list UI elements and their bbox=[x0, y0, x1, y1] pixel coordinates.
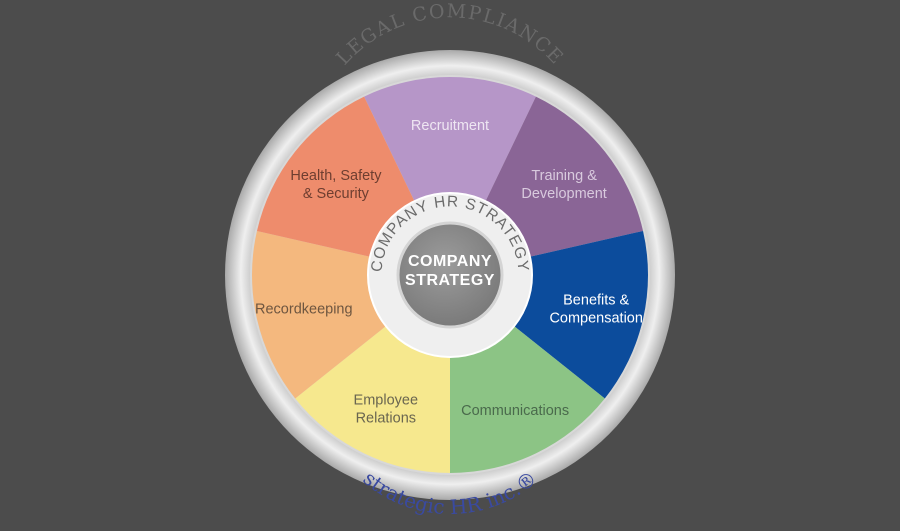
center-line-2: STRATEGY bbox=[405, 272, 495, 289]
segment-label-benefits-compensation: Benefits & Compensation bbox=[549, 292, 643, 326]
segment-label-line: Health, Safety bbox=[290, 168, 382, 184]
segment-label-line: Compensation bbox=[549, 310, 643, 326]
segment-label-line: Training & bbox=[531, 168, 597, 184]
segment-label-line: Recordkeeping bbox=[255, 301, 353, 317]
segment-label-training-development: Training & Development bbox=[521, 168, 606, 202]
segment-label-line: Recruitment bbox=[411, 118, 489, 134]
center-line-1: COMPANY bbox=[408, 253, 492, 270]
segment-label-line: Employee bbox=[354, 392, 418, 408]
segment-label-line: Development bbox=[521, 186, 606, 202]
segment-label-line: Benefits & bbox=[563, 292, 629, 308]
segment-label-line: Relations bbox=[356, 410, 416, 426]
segment-label-communications: Communications bbox=[461, 403, 569, 419]
segment-label-line: Communications bbox=[461, 403, 569, 419]
segment-recruitment bbox=[364, 77, 536, 276]
segment-label-health-safety-security: Health, Safety & Security bbox=[290, 168, 382, 202]
segment-label-recruitment: Recruitment bbox=[411, 118, 489, 134]
segment-label-line: & Security bbox=[303, 186, 370, 202]
center-circle bbox=[396, 221, 504, 329]
segment-label-recordkeeping: Recordkeeping bbox=[255, 301, 353, 317]
